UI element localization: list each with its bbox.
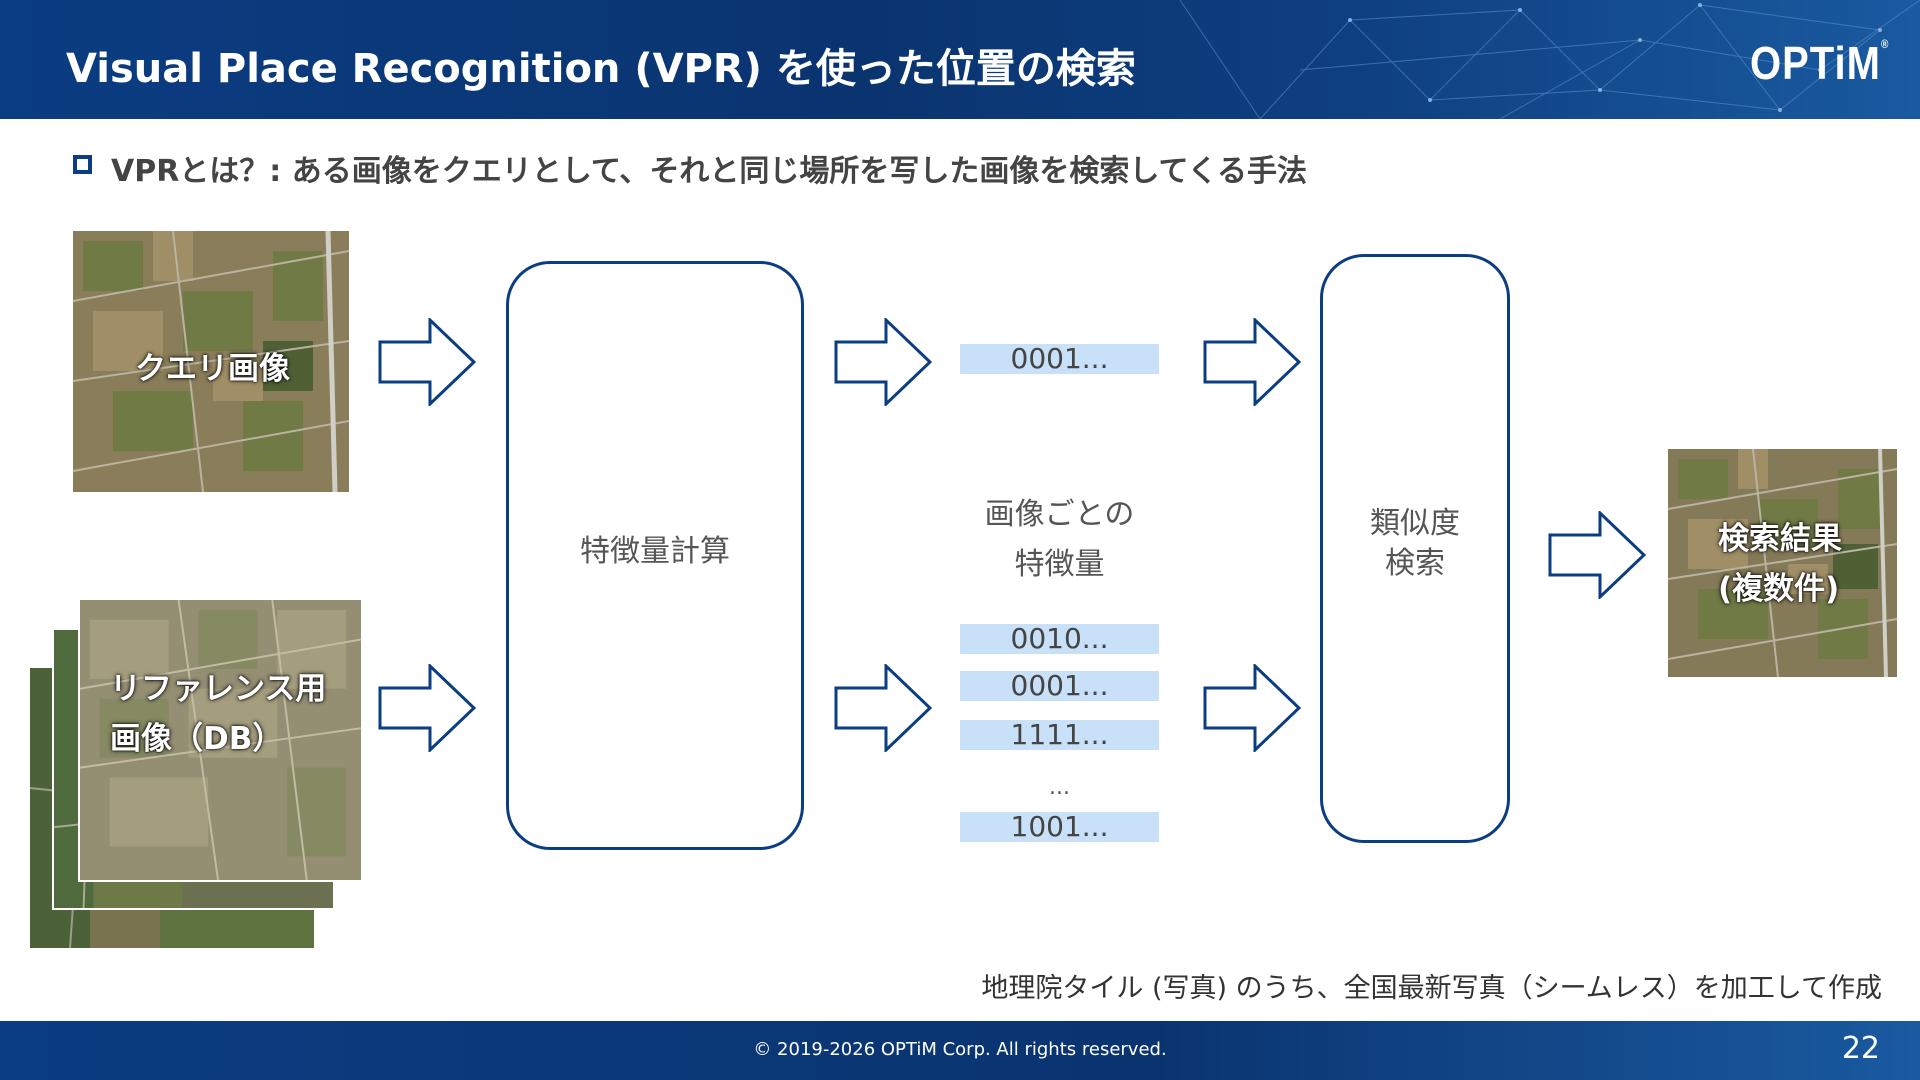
slide-header: Visual Place Recognition (VPR) を使った位置の検索…	[0, 0, 1920, 119]
slide-footer: © 2019-2026 OPTiM Corp. All rights reser…	[0, 1021, 1920, 1080]
feature-calc-box	[506, 261, 804, 850]
per-image-label-line2: 特徴量	[1014, 547, 1105, 582]
db-feature-vector: 0010...	[960, 624, 1159, 654]
similarity-search-box	[1320, 254, 1510, 843]
network-background	[1179, 0, 1920, 119]
subtitle: VPRとは？: ある画像をクエリとして、それと同じ場所を写した画像を検索してくる…	[111, 154, 1307, 189]
per-image-label-line1: 画像ごとの	[984, 497, 1135, 532]
query-image: クエリ画像	[73, 231, 349, 492]
arrow-right-icon	[1548, 511, 1646, 599]
db-feature-vector: 0001...	[960, 671, 1159, 701]
page-title: Visual Place Recognition (VPR) を使った位置の検索	[66, 46, 1136, 92]
copyright-text: © 2019-2026 OPTiM Corp. All rights reser…	[753, 1039, 1167, 1060]
optim-logo: OPTiM®	[1750, 39, 1889, 91]
query-image-label: クエリ画像	[135, 351, 290, 387]
arrow-right-icon	[1203, 318, 1301, 406]
reference-image-label: リファレンス用 画像（DB）	[110, 664, 326, 764]
db-feature-vector: 1001...	[960, 812, 1159, 842]
search-result-label: 検索結果 (複数件)	[1718, 514, 1842, 614]
reference-label-line2: 画像（DB）	[110, 721, 284, 757]
per-image-feature-label: 画像ごとの 特徴量	[960, 490, 1159, 590]
arrow-right-icon	[378, 664, 476, 752]
similarity-label-line1: 類似度	[1370, 506, 1460, 541]
result-label-line2: (複数件)	[1718, 571, 1840, 607]
db-feature-vector: 1111...	[960, 720, 1159, 750]
similarity-label-line2: 検索	[1385, 546, 1445, 581]
reference-label-line1: リファレンス用	[110, 671, 327, 707]
image-source-caption: 地理院タイル (写真) のうち、全国最新写真（シームレス）を加工して作成	[981, 973, 1882, 1004]
page-number: 22	[1841, 1031, 1880, 1066]
query-feature-vector: 0001...	[960, 344, 1159, 374]
registered-mark: ®	[1880, 38, 1890, 52]
arrow-right-icon	[834, 664, 932, 752]
logo-text: OPTiM	[1750, 38, 1881, 90]
arrow-right-icon	[378, 318, 476, 406]
reference-image-front: リファレンス用 画像（DB）	[78, 598, 363, 882]
feature-calc-label: 特徴量計算	[580, 534, 730, 569]
search-result-image: 検索結果 (複数件)	[1668, 449, 1897, 677]
arrow-right-icon	[1203, 664, 1301, 752]
square-bullet-icon	[73, 155, 92, 174]
result-label-line1: 検索結果	[1718, 521, 1842, 557]
similarity-search-label: 類似度 検索	[1320, 504, 1510, 584]
arrow-right-icon	[834, 318, 932, 406]
feature-ellipsis: ...	[1049, 775, 1070, 800]
